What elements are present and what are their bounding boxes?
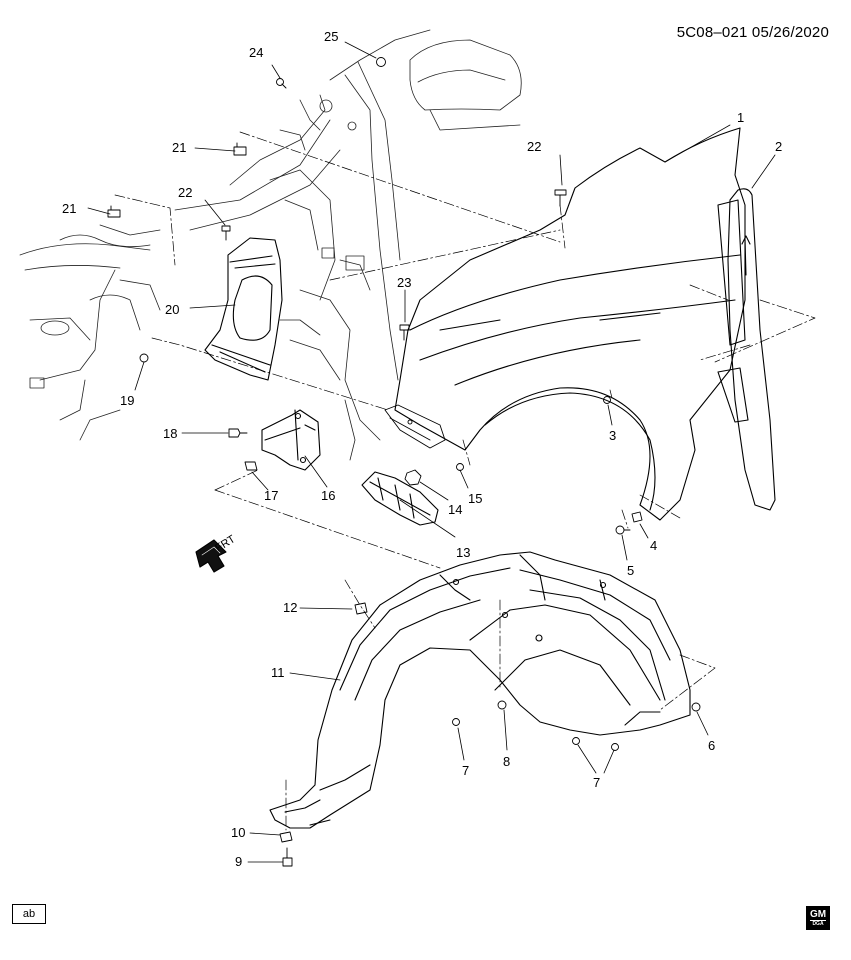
callout-12: 12: [283, 600, 297, 615]
callout-8: 8: [503, 754, 510, 769]
callout-17: 17: [264, 488, 278, 503]
callout-3: 3: [609, 428, 616, 443]
bracket-part-20: [204, 237, 283, 381]
callout-19: 19: [120, 393, 134, 408]
callout-9: 9: [235, 854, 242, 869]
callout-numbers: 1 2 3 4 5 6 7 7 7 8 9 10 11 12 13 14 15 …: [62, 29, 782, 869]
gm-logo-text: GM: [809, 908, 827, 921]
callout-4: 4: [650, 538, 657, 553]
callout-21b: 21: [172, 140, 186, 155]
deflector-part-13: [361, 471, 439, 526]
callout-21a: 21: [62, 201, 76, 216]
liner-part-11: [269, 551, 691, 829]
callout-10: 10: [231, 825, 245, 840]
body-structure: [19, 29, 522, 461]
ab-label-box: ab: [12, 904, 46, 924]
callout-22b: 22: [527, 139, 541, 154]
callout-16: 16: [321, 488, 335, 503]
brace-part-16: [261, 409, 321, 471]
callout-15: 15: [468, 491, 482, 506]
seal-part-2: [717, 188, 776, 511]
callout-14: 14: [448, 502, 462, 517]
diagram-code-date: 5C08–021 05/26/2020: [676, 24, 829, 41]
fender-part-1: [394, 127, 746, 521]
callout-23: 23: [397, 275, 411, 290]
callout-18: 18: [163, 426, 177, 441]
fasteners: [107, 57, 701, 867]
callout-11: 11: [271, 665, 285, 680]
callout-24: 24: [249, 45, 263, 60]
leader-lines: [87, 41, 776, 863]
callout-1: 1: [737, 110, 744, 125]
callout-25: 25: [324, 29, 338, 44]
callout-13: 13: [456, 545, 470, 560]
callout-7b: 7: [593, 775, 600, 790]
gm-logo: GM DGA: [806, 906, 830, 930]
front-direction-arrow-icon: [195, 539, 227, 573]
gm-logo-subtext: DGA: [812, 920, 824, 927]
callout-5: 5: [627, 563, 634, 578]
callout-6: 6: [708, 738, 715, 753]
fender-rear-bracket: [384, 404, 446, 449]
callout-7a: 7: [462, 763, 469, 778]
callout-2: 2: [775, 139, 782, 154]
phantom-lines: [114, 131, 816, 831]
callout-22a: 22: [178, 185, 192, 200]
callout-20: 20: [165, 302, 179, 317]
